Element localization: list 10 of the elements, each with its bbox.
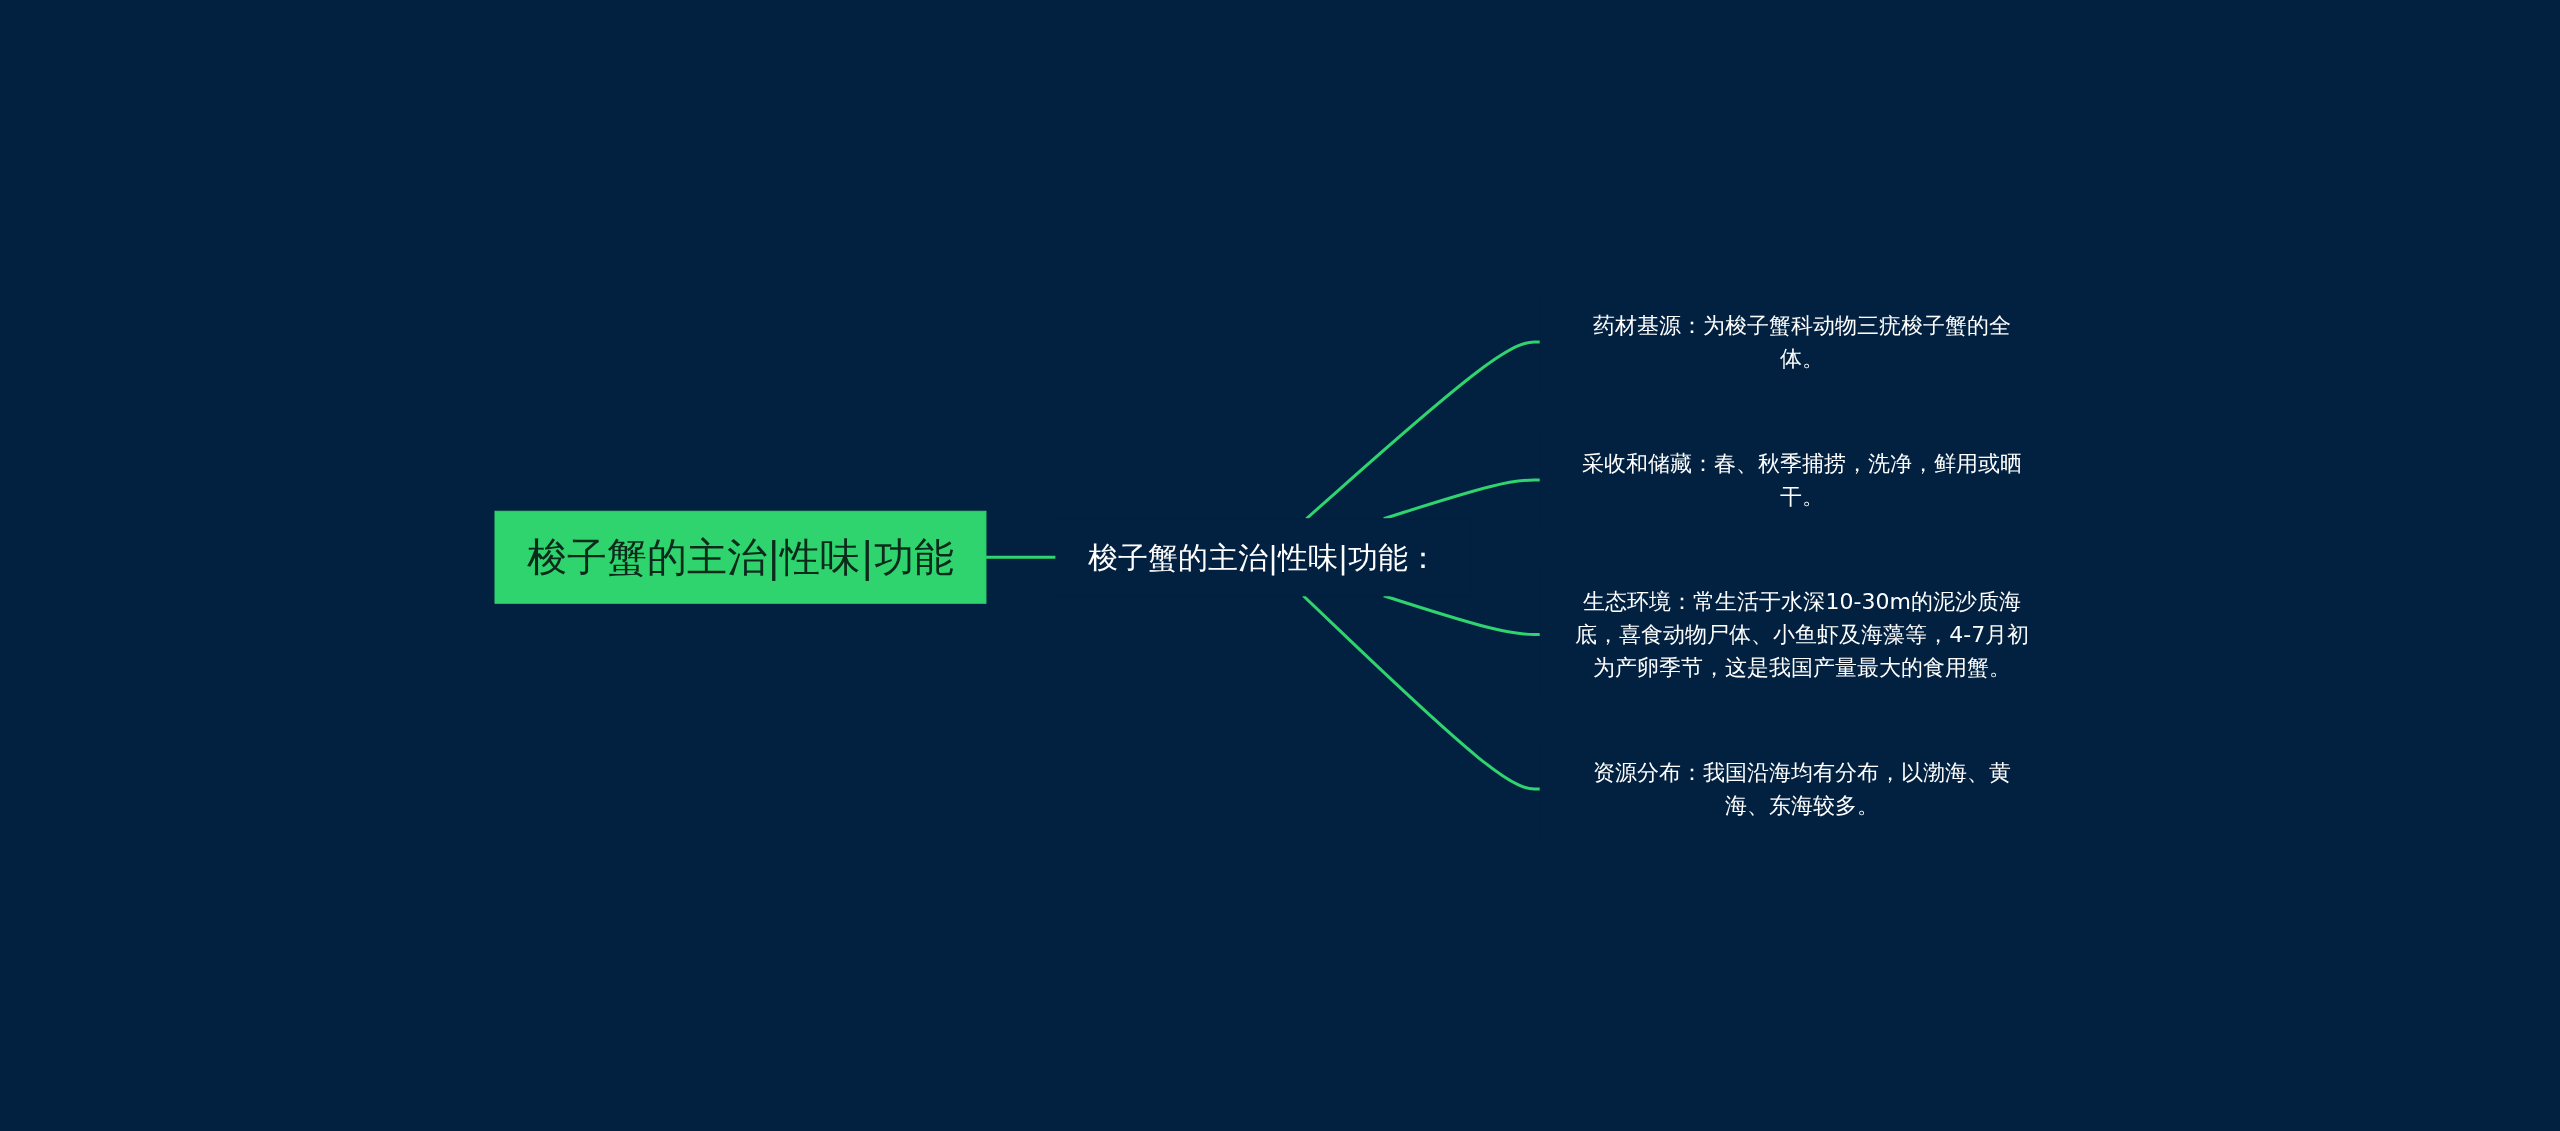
node-text: 梭子蟹的主治|性味|功能： [1088,539,1439,575]
node-box: 梭子蟹的主治|性味|功能 [494,510,987,604]
connector [1302,594,1541,791]
node-text: 采收和储藏：春、秋季捕捞，洗净，鲜用或晒干。 [1582,451,2023,509]
connector [986,555,1057,559]
node-text: 生态环境：常生活于水深10-30m的泥沙质海底，喜食动物尸体、小鱼虾及海藻等，4-7月初为产卵季节，这是我国产量最大的食用蟹。 [1575,589,2030,680]
node-text: 资源分布：我国沿海均有分布，以渤海、黄海、东海较多。 [1593,760,2012,818]
connector [1305,340,1541,520]
connector [1383,594,1541,636]
node-text: 药材基源：为梭子蟹科动物三疣梭子蟹的全体。 [1593,313,2012,371]
